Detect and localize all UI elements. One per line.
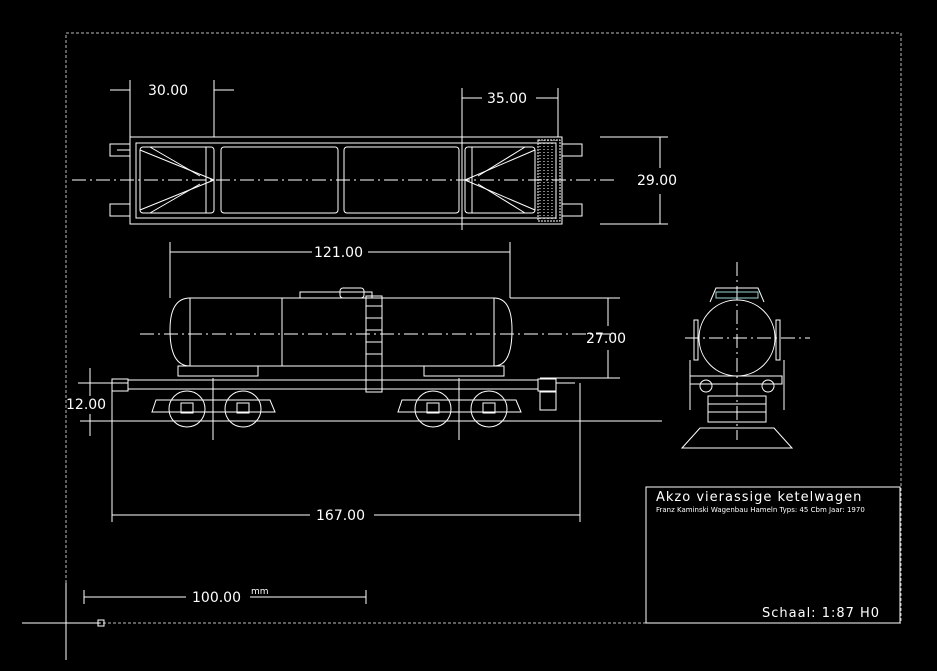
dim-overall-length: 167.00 xyxy=(316,508,365,524)
title-block-title: Akzo vierassige ketelwagen xyxy=(656,490,862,505)
title-block-scale: Schaal: 1:87 H0 xyxy=(762,606,880,621)
title-block xyxy=(645,486,901,624)
dim-tank-height: 27.00 xyxy=(586,331,626,347)
title-block-subtitle: Franz Kaminski Wagenbau Hameln Typs: 45 … xyxy=(656,506,865,514)
dim-top-height: 29.00 xyxy=(637,173,677,189)
scale-bar-lines xyxy=(22,583,367,660)
dim-buffer-height: 12.00 xyxy=(66,397,106,413)
end-view xyxy=(680,262,810,449)
drawing-frame xyxy=(65,32,902,624)
scale-bar-unit: mm xyxy=(251,587,269,597)
dim-tank-length: 121.00 xyxy=(314,245,363,261)
side-view xyxy=(78,242,662,522)
dim-top-left-width: 30.00 xyxy=(148,83,188,99)
scale-bar-value: 100.00 xyxy=(192,590,241,606)
top-view xyxy=(72,80,668,230)
dim-top-right-width: 35.00 xyxy=(487,91,527,107)
